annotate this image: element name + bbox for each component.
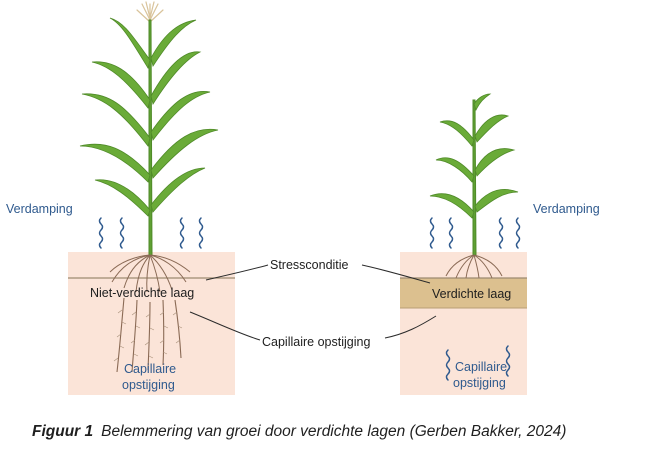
tassel-icon [136,1,164,23]
figure-number: Figuur 1 [32,423,94,440]
right-capillary-label-line2: opstijging [453,376,506,390]
stress-condition-label: Stressconditie [270,258,349,272]
capillary-leader-right [384,315,437,339]
left-deep-roots [116,297,182,373]
right-soil-profile [400,252,527,395]
left-root-hairs [113,309,183,362]
stress-leader-right [361,264,431,284]
capillary-leader-left [189,311,261,341]
compacted-layer-band [400,278,527,308]
left-soil-block [68,252,235,395]
right-maize-plant-icon [429,93,519,279]
non-compacted-layer-label: Niet-verdichte laag [90,286,194,300]
leader-lines [189,264,437,341]
capillary-rise-center-label: Capillaire opstijging [262,335,370,349]
right-shallow-roots [445,254,503,279]
left-shallow-roots [109,254,191,293]
left-capillary-label-line2: opstijging [122,378,175,392]
compacted-layer-label: Verdichte laag [432,287,511,301]
right-capillary-label-line1: Capillaire [455,360,507,374]
stress-leader-left [205,264,269,281]
left-capillary-label-line1: Capillaire [124,362,176,376]
figure-caption: Figuur 1 Belemmering van groei door verdi… [32,423,566,441]
left-evaporation-label: Verdamping [6,202,73,216]
right-evaporation-label: Verdamping [533,202,600,216]
left-maize-plant-icon [79,1,219,373]
right-soil-block [400,252,527,395]
figure-caption-text: Belemmering van groei door verdichte lag… [101,423,567,440]
left-soil-profile [68,252,235,395]
